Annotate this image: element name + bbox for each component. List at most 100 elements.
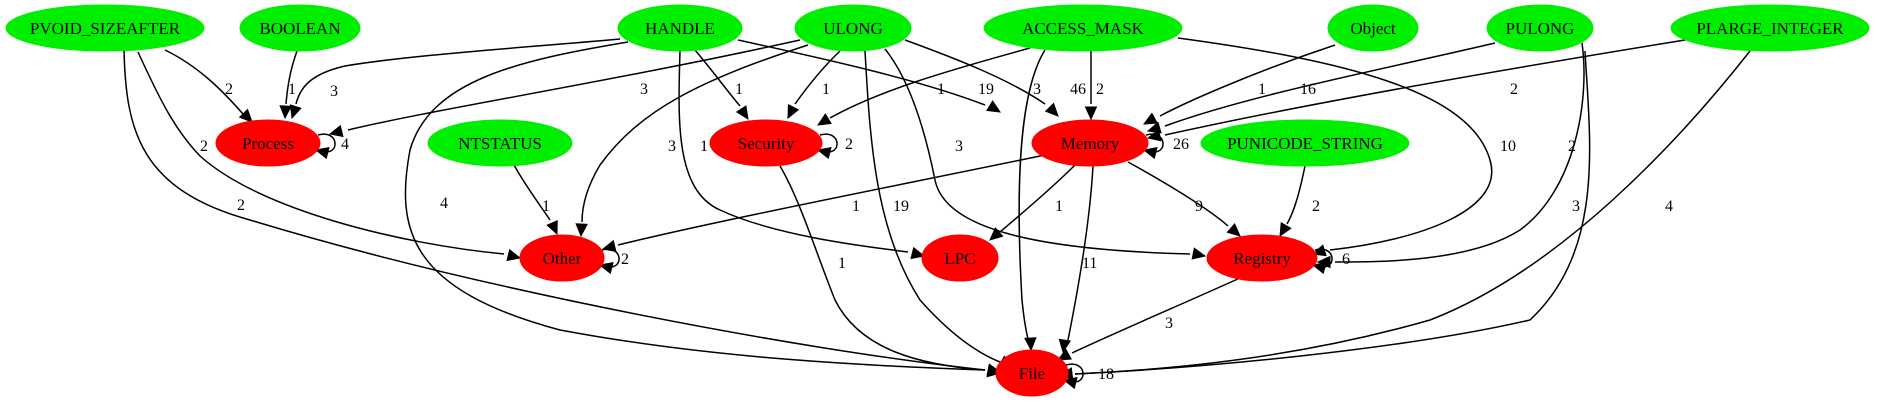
node-shape bbox=[5, 4, 205, 52]
edge-line bbox=[829, 47, 1031, 119]
node-security: Security bbox=[709, 119, 823, 167]
node-shape bbox=[995, 349, 1069, 397]
edge-line bbox=[737, 39, 986, 106]
edge-line bbox=[295, 38, 621, 105]
node-plarge-integer: PLARGE_INTEGER bbox=[1670, 4, 1870, 52]
edge-ulong-to-file: 19 bbox=[864, 50, 1014, 368]
arrowhead bbox=[1084, 106, 1098, 121]
edge-label: 2 bbox=[225, 81, 233, 98]
edge-label: 1 bbox=[288, 81, 296, 98]
edge-label: 3 bbox=[640, 81, 648, 98]
arrowhead bbox=[1142, 112, 1158, 125]
arrowhead bbox=[1058, 338, 1072, 354]
arrowhead bbox=[986, 100, 1002, 113]
nodes-layer: PVOID_SIZEAFTER BOOLEAN HANDLE ULONG ACCESS_… bbox=[5, 4, 1870, 397]
arrowhead bbox=[910, 246, 926, 260]
edge-handle-to-security: 1 bbox=[694, 49, 749, 121]
edge-pulong-to-file: 3 bbox=[1058, 50, 1591, 380]
edge-line bbox=[1164, 39, 1686, 136]
arrowhead bbox=[314, 146, 330, 160]
edge-line bbox=[1127, 161, 1229, 227]
node-shape bbox=[1206, 234, 1318, 282]
edge-handle-to-process: 3 bbox=[289, 38, 621, 120]
arrowhead bbox=[1024, 337, 1037, 352]
edge-label: 1 bbox=[700, 138, 708, 155]
arrowhead bbox=[575, 223, 588, 238]
edge-file-to-file: 18 bbox=[1062, 363, 1114, 390]
edge-registry-to-registry: 6 bbox=[1311, 248, 1350, 275]
edge-label: 4 bbox=[341, 136, 349, 153]
edge-boolean-to-process: 1 bbox=[279, 50, 298, 120]
edge-label: 11 bbox=[1082, 255, 1097, 272]
node-label: ULONG bbox=[823, 19, 883, 38]
edge-label: 3 bbox=[330, 83, 338, 100]
node-label: ACCESS_MASK bbox=[1022, 19, 1145, 38]
node-label: File bbox=[1019, 364, 1045, 383]
edge-line bbox=[1074, 50, 1751, 375]
node-object: Object bbox=[1327, 4, 1419, 52]
edge-memory-to-file: 11 bbox=[1058, 165, 1097, 354]
node-label: Process bbox=[242, 134, 294, 153]
node-shape bbox=[215, 119, 321, 167]
node-label: PLARGE_INTEGER bbox=[1696, 19, 1844, 38]
node-label: HANDLE bbox=[645, 19, 715, 38]
node-shape bbox=[983, 4, 1183, 52]
edge-line bbox=[1018, 49, 1046, 347]
edge-punicode-string-to-registry: 2 bbox=[1279, 165, 1320, 238]
edge-registry-to-file: 3 bbox=[1056, 277, 1241, 361]
edge-label: 1 bbox=[822, 81, 830, 98]
arrowhead bbox=[506, 248, 522, 262]
edge-label: 19 bbox=[893, 198, 909, 215]
edge-ulong-to-registry: 3 bbox=[884, 48, 1207, 260]
node-label: BOOLEAN bbox=[259, 19, 340, 38]
edge-security-to-security: 2 bbox=[816, 133, 853, 160]
edge-label: 9 bbox=[1195, 198, 1203, 215]
edge-pvoid-sizeafter-to-other: 2 bbox=[137, 51, 522, 262]
edge-process-to-process: 4 bbox=[314, 133, 349, 160]
edge-label: 1 bbox=[735, 81, 743, 98]
node-shape bbox=[1486, 4, 1594, 52]
arrowhead bbox=[816, 113, 832, 126]
arrowhead bbox=[1044, 102, 1059, 117]
edge-line bbox=[123, 50, 986, 371]
node-shape bbox=[617, 4, 743, 52]
edge-line bbox=[285, 50, 298, 105]
arrowhead bbox=[787, 104, 800, 120]
node-shape bbox=[427, 119, 573, 167]
edge-label: 10 bbox=[1500, 138, 1516, 155]
node-label: PUNICODE_STRING bbox=[1227, 134, 1383, 153]
edge-line bbox=[1177, 37, 1493, 251]
edge-label: 3 bbox=[1572, 198, 1580, 215]
edge-ulong-to-other: 3 bbox=[575, 44, 809, 238]
edge-line bbox=[513, 164, 551, 221]
edge-handle-to-lpc: 1 bbox=[678, 50, 926, 260]
edge-label: 3 bbox=[1165, 315, 1173, 332]
edge-access-mask-to-file: 3 bbox=[1018, 49, 1046, 352]
edge-label: 6 bbox=[1342, 251, 1350, 268]
node-ulong: ULONG bbox=[794, 4, 912, 52]
edge-label: 2 bbox=[237, 197, 245, 214]
edge-line bbox=[164, 49, 244, 115]
edge-line bbox=[617, 154, 1046, 246]
node-access-mask: ACCESS_MASK bbox=[983, 4, 1183, 52]
edge-label: 18 bbox=[1098, 366, 1114, 383]
node-label: PVOID_SIZEAFTER bbox=[30, 19, 181, 38]
node-ntstatus: NTSTATUS bbox=[427, 119, 573, 167]
edge-handle-to-memory: 19 bbox=[737, 39, 1002, 113]
arrowhead bbox=[735, 105, 749, 121]
node-shape bbox=[519, 234, 605, 282]
edge-line bbox=[864, 50, 1001, 363]
edge-label: 2 bbox=[1568, 138, 1576, 155]
edge-line bbox=[1164, 42, 1496, 127]
arrowhead bbox=[989, 227, 1004, 241]
edge-label: 3 bbox=[1033, 81, 1041, 98]
edge-pvoid-sizeafter-to-process: 2 bbox=[164, 49, 253, 123]
edge-other-to-other: 2 bbox=[598, 248, 629, 275]
node-other: Other bbox=[519, 234, 605, 282]
edge-access-mask-to-security: 1 bbox=[816, 47, 1031, 126]
edge-label: 2 bbox=[621, 251, 629, 268]
node-shape bbox=[239, 4, 361, 52]
node-boolean: BOOLEAN bbox=[239, 4, 361, 52]
edge-label: 3 bbox=[955, 138, 963, 155]
